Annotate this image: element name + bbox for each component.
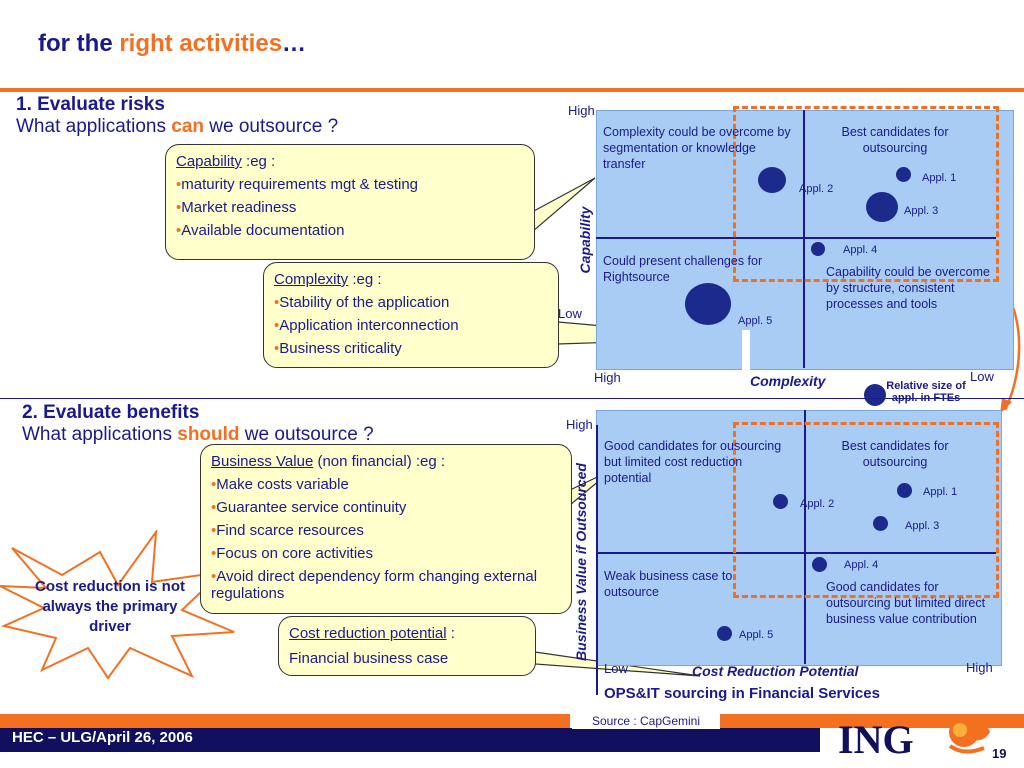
list-item: Stability of the application xyxy=(274,294,548,311)
benefit-best-candidates-frame xyxy=(733,422,999,598)
title-suffix: … xyxy=(282,30,307,57)
risk-matrix-v-axis xyxy=(803,110,805,368)
cost-reduction-line2: Financial business case xyxy=(289,650,449,667)
list-item: Available documentation xyxy=(176,222,524,239)
risk-q-bottom-left: Could present challenges for Rightsource xyxy=(603,254,763,284)
size-legend-label: Relative size of appl. in FTEs xyxy=(886,380,966,404)
benefit-x-low: Low xyxy=(604,661,628,676)
risk-y-high: High xyxy=(568,103,595,118)
starburst-text: Cost reduction is not always the primary… xyxy=(35,578,185,635)
title-prefix: for the xyxy=(38,30,120,57)
title-highlight: right activities xyxy=(119,30,283,57)
footer-event: HEC – ULG/April 26, 2006 xyxy=(12,729,193,746)
benefit-q-top-left: Good candidates for ousourcing but limit… xyxy=(604,439,782,485)
appl-3-label: Appl. 3 xyxy=(905,520,940,532)
benefit-q-bottom-left: Weak business case to outsource xyxy=(604,569,733,599)
appl-5-label: Appl. 5 xyxy=(739,629,774,641)
list-item: Avoid direct dependency form changing ex… xyxy=(211,568,561,602)
appl-3-label: Appl. 3 xyxy=(904,205,939,217)
source-label: Source : CapGemini xyxy=(572,713,720,729)
list-item: Application interconnection xyxy=(274,317,548,334)
section2-heading: 2. Evaluate benefits xyxy=(22,402,200,423)
slide-title: for the right activities… xyxy=(38,30,306,58)
footer-orange-bar-right xyxy=(720,714,1024,728)
risk-q-bottom-right: Capability could be overcome by structur… xyxy=(826,265,990,311)
risk-x-title: Complexity xyxy=(750,373,826,389)
risk-q-top-left: Complexity could be overcome by segmenta… xyxy=(603,125,791,171)
appl-1-label: Appl. 1 xyxy=(922,172,957,184)
complexity-callout: Complexity :eg : Stability of the applic… xyxy=(263,262,559,368)
appl-1-dot xyxy=(897,483,912,498)
risk-best-candidates-frame xyxy=(733,106,999,282)
risk-matrix-h-axis xyxy=(596,237,996,239)
list-item: Market readiness xyxy=(176,199,524,216)
ing-logo-text: ING xyxy=(838,717,914,762)
risk-y-title: Capability xyxy=(577,206,593,274)
section1-heading: 1. Evaluate risks xyxy=(16,94,165,115)
appl-5-bubble xyxy=(685,283,731,325)
starburst-shape xyxy=(0,530,235,680)
list-item: Focus on core activities xyxy=(211,545,561,562)
matrix-caption: OPS&IT sourcing in Financial Services xyxy=(604,685,880,702)
list-item: maturity requirements mgt & testing xyxy=(176,176,524,193)
benefit-q-top-right: Best candidates for outsourcing xyxy=(841,439,949,469)
benefit-matrix-v-axis xyxy=(804,410,806,664)
capability-head: Capability xyxy=(176,153,242,170)
complexity-head: Complexity xyxy=(274,271,349,288)
appl-5-label: Appl. 5 xyxy=(738,315,773,327)
risk-x-low: Low xyxy=(970,369,994,384)
benefit-matrix-y-axis xyxy=(596,425,598,695)
appl-4-label: Appl. 4 xyxy=(844,559,879,571)
cost-reduction-callout: Cost reduction potential : Financial bus… xyxy=(278,616,536,676)
benefit-y-high: High xyxy=(566,417,593,432)
business-value-callout: Business Value (non financial) :eg : Mak… xyxy=(200,444,572,614)
cost-reduction-head: Cost reduction potential xyxy=(289,625,447,642)
benefit-q-bottom-right: Good candidates for outsourcing but limi… xyxy=(826,580,986,626)
appl-3-bubble xyxy=(866,192,898,222)
page-number: 19 xyxy=(992,746,1007,761)
list-item: Guarantee service continuity xyxy=(211,499,561,516)
appl-2-label: Appl. 2 xyxy=(800,498,835,510)
benefit-x-title: Cost Reduction Potential xyxy=(692,663,859,679)
risk-x-high: High xyxy=(594,370,621,385)
benefit-y-title: Business Value if Outsourced xyxy=(573,463,589,661)
list-item: Make costs variable xyxy=(211,476,561,493)
section2-subheading: What applications should we outsource ? xyxy=(22,424,374,445)
appl-2-bubble xyxy=(758,167,786,193)
appl-4-bubble xyxy=(811,242,825,256)
business-value-head: Business Value xyxy=(211,453,314,470)
lion-logo-icon xyxy=(948,717,990,754)
appl-1-bubble xyxy=(896,167,911,182)
section1-subheading: What applications can we outsource ? xyxy=(16,116,339,137)
top-divider xyxy=(0,88,1024,92)
appl-2-label: Appl. 2 xyxy=(799,183,834,195)
appl-3-dot xyxy=(873,516,888,531)
benefit-x-high: High xyxy=(966,660,993,675)
risk-y-low: Low xyxy=(558,306,582,321)
footer-blue-bar xyxy=(0,728,820,752)
appl-4-label: Appl. 4 xyxy=(843,244,878,256)
appl-1-label: Appl. 1 xyxy=(923,486,958,498)
benefit-matrix-h-axis xyxy=(596,552,996,554)
mid-divider xyxy=(0,398,1024,399)
size-legend-bubble xyxy=(864,384,886,406)
appl-2-dot xyxy=(773,494,788,509)
footer-orange-bar xyxy=(0,714,570,728)
appl-5-dot xyxy=(717,626,732,641)
appl-4-dot xyxy=(812,557,827,572)
capability-callout: Capability :eg : maturity requirements m… xyxy=(165,144,535,260)
risk-matrix xyxy=(596,110,1014,370)
list-item: Business criticality xyxy=(274,340,548,357)
risk-q-top-right: Best candidates for outsourcing xyxy=(841,125,949,155)
list-item: Find scarce resources xyxy=(211,522,561,539)
